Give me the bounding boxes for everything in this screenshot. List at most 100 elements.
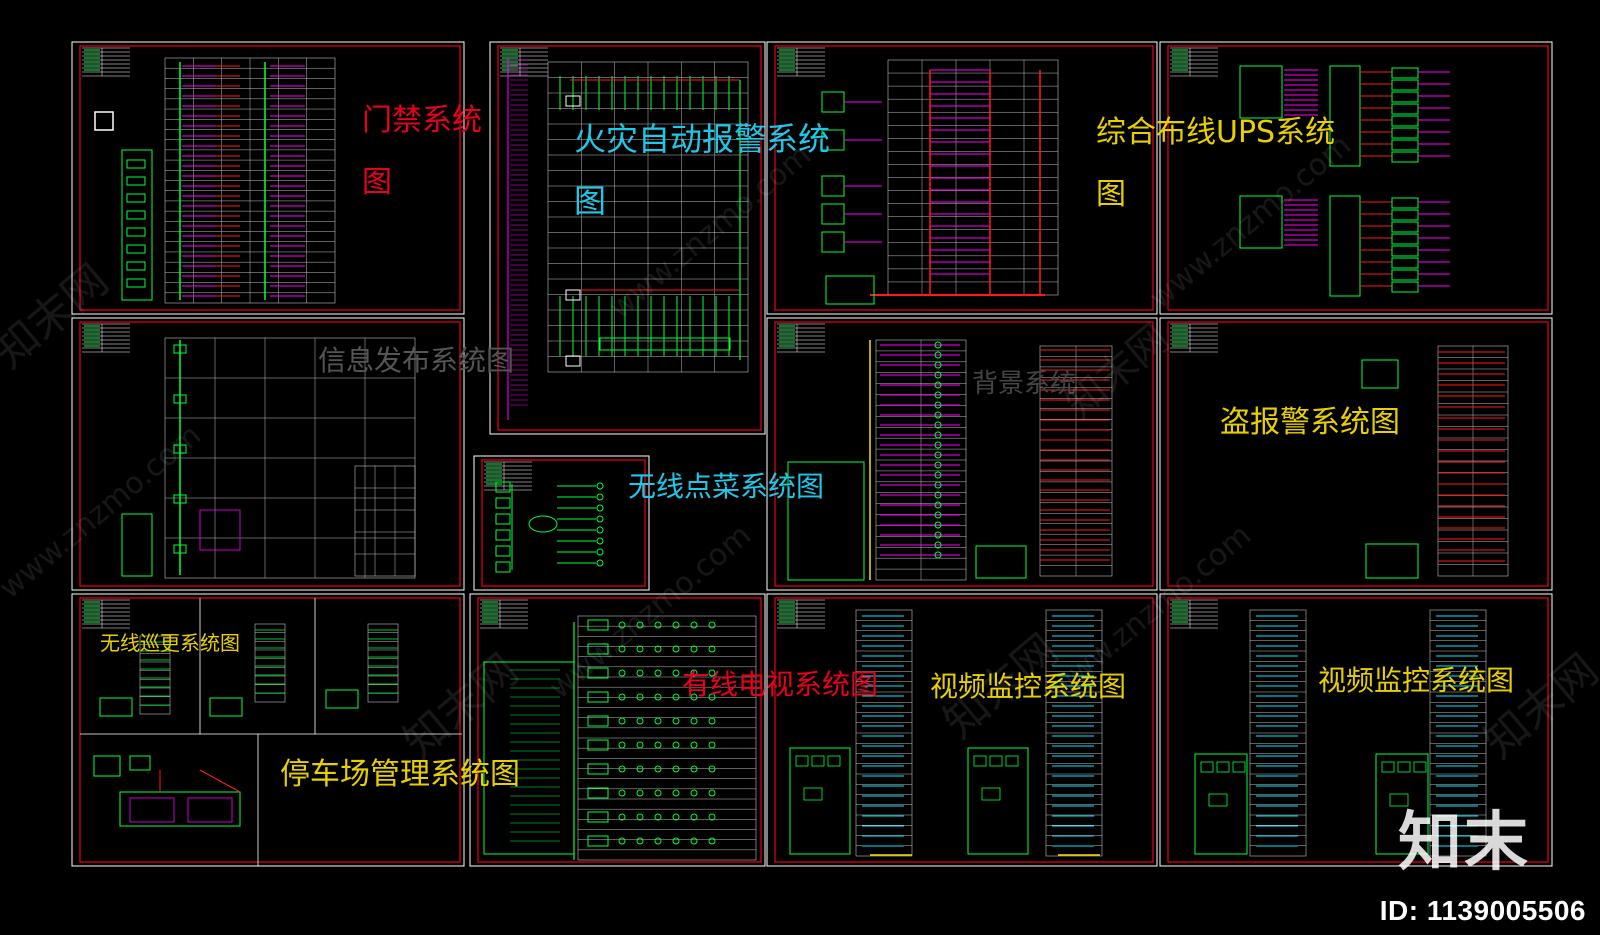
cad-box bbox=[1216, 761, 1230, 773]
outlet-symbol bbox=[618, 621, 626, 629]
title-access-1: 门禁系统 bbox=[362, 103, 482, 138]
cad-box bbox=[1391, 209, 1419, 221]
sheet-titles: 门禁系统 图 火灾自动报警系统 图 综合布线UPS系统 图 信息发布系统图 无线… bbox=[100, 103, 1514, 792]
outlet-symbol bbox=[636, 621, 644, 629]
speaker-symbol bbox=[934, 501, 942, 509]
speaker-symbol bbox=[934, 371, 942, 379]
cad-box bbox=[1391, 257, 1419, 269]
speaker-symbol bbox=[934, 341, 942, 349]
cad-box bbox=[126, 176, 146, 186]
cad-box bbox=[129, 755, 151, 771]
outlet-symbol bbox=[654, 837, 662, 845]
outlet-symbol bbox=[672, 765, 680, 773]
speaker-symbol bbox=[934, 361, 942, 369]
cad-box bbox=[1194, 753, 1248, 855]
outlet-symbol bbox=[636, 741, 644, 749]
cad-box bbox=[989, 755, 1003, 767]
terminal-symbol bbox=[596, 526, 604, 534]
outlet-symbol bbox=[654, 693, 662, 701]
cad-box bbox=[94, 111, 114, 131]
outlet-symbol bbox=[672, 669, 680, 677]
cad-box bbox=[967, 747, 1029, 855]
outlet-symbol bbox=[636, 693, 644, 701]
outlet-symbol bbox=[672, 789, 680, 797]
outlet-symbol bbox=[618, 717, 626, 725]
speaker-symbol bbox=[934, 531, 942, 539]
outlet-symbol bbox=[654, 645, 662, 653]
watermark-site-5: www.znzmo.com bbox=[1043, 518, 1258, 707]
cad-box bbox=[354, 465, 416, 577]
cad-box bbox=[1391, 245, 1419, 257]
cad-box bbox=[821, 91, 845, 113]
cad-box bbox=[495, 513, 511, 525]
cad-box bbox=[129, 797, 175, 823]
outlet-symbol bbox=[636, 669, 644, 677]
cad-box bbox=[495, 561, 511, 573]
cad-box bbox=[71, 41, 465, 315]
cad-box bbox=[199, 509, 241, 551]
cad-box bbox=[1391, 115, 1419, 127]
outlet-symbol bbox=[672, 693, 680, 701]
speaker-symbol bbox=[934, 451, 942, 459]
outlet-symbol bbox=[690, 837, 698, 845]
router-symbol bbox=[528, 515, 558, 533]
terminal-symbol bbox=[596, 559, 604, 567]
cad-box bbox=[325, 689, 359, 709]
outlet-symbol bbox=[690, 765, 698, 773]
cad-box bbox=[79, 45, 461, 311]
outlet-symbol bbox=[636, 645, 644, 653]
terminal-symbol bbox=[596, 548, 604, 556]
cad-box bbox=[599, 337, 731, 351]
cad-box bbox=[975, 545, 1027, 579]
cad-box bbox=[254, 623, 286, 703]
cad-box bbox=[587, 835, 609, 847]
speaker-symbol bbox=[934, 411, 942, 419]
cad-box bbox=[469, 593, 766, 867]
speaker-symbol bbox=[934, 551, 942, 559]
outlet-symbol bbox=[708, 717, 716, 725]
cad-box bbox=[126, 227, 146, 237]
speaker-symbol bbox=[934, 541, 942, 549]
speaker-symbol bbox=[934, 431, 942, 439]
cad-box bbox=[209, 697, 243, 717]
outlet-symbol bbox=[690, 645, 698, 653]
speaker-symbol bbox=[934, 381, 942, 389]
cad-box bbox=[821, 231, 845, 253]
cad-box bbox=[121, 149, 153, 301]
watermark-site-2: www.znzmo.com bbox=[603, 138, 818, 327]
cad-box bbox=[774, 321, 1154, 587]
cad-box bbox=[1167, 597, 1549, 863]
speaker-symbol bbox=[934, 511, 942, 519]
cad-box bbox=[1391, 233, 1419, 245]
title-fire-2: 图 bbox=[574, 182, 606, 220]
cad-box bbox=[495, 529, 511, 541]
cad-box bbox=[126, 210, 146, 220]
cad-box bbox=[1005, 755, 1019, 767]
outlet-symbol bbox=[636, 813, 644, 821]
terminal-symbol bbox=[596, 504, 604, 512]
outlet-symbol bbox=[672, 813, 680, 821]
cad-box bbox=[811, 755, 825, 767]
outlet-symbol bbox=[708, 789, 716, 797]
outlet-symbol bbox=[708, 765, 716, 773]
cad-box bbox=[1391, 221, 1419, 233]
cad-box bbox=[766, 41, 1158, 315]
cad-box bbox=[119, 791, 241, 827]
cad-box bbox=[587, 787, 609, 799]
cad-box bbox=[1159, 593, 1553, 867]
speaker-symbol bbox=[934, 401, 942, 409]
cad-box bbox=[1381, 761, 1395, 773]
cad-box bbox=[821, 203, 845, 225]
cad-box bbox=[1239, 195, 1283, 249]
cad-box bbox=[1391, 269, 1419, 281]
cad-box bbox=[766, 317, 1158, 591]
cad-box bbox=[1391, 151, 1419, 163]
title-fire-1: 火灾自动报警系统 bbox=[574, 120, 830, 158]
cad-box bbox=[1391, 67, 1419, 79]
cad-box bbox=[1159, 317, 1553, 591]
cad-box bbox=[587, 715, 609, 727]
cad-box bbox=[587, 739, 609, 751]
cad-box bbox=[1397, 761, 1411, 773]
cad-box bbox=[71, 317, 465, 591]
cad-box bbox=[139, 635, 171, 715]
